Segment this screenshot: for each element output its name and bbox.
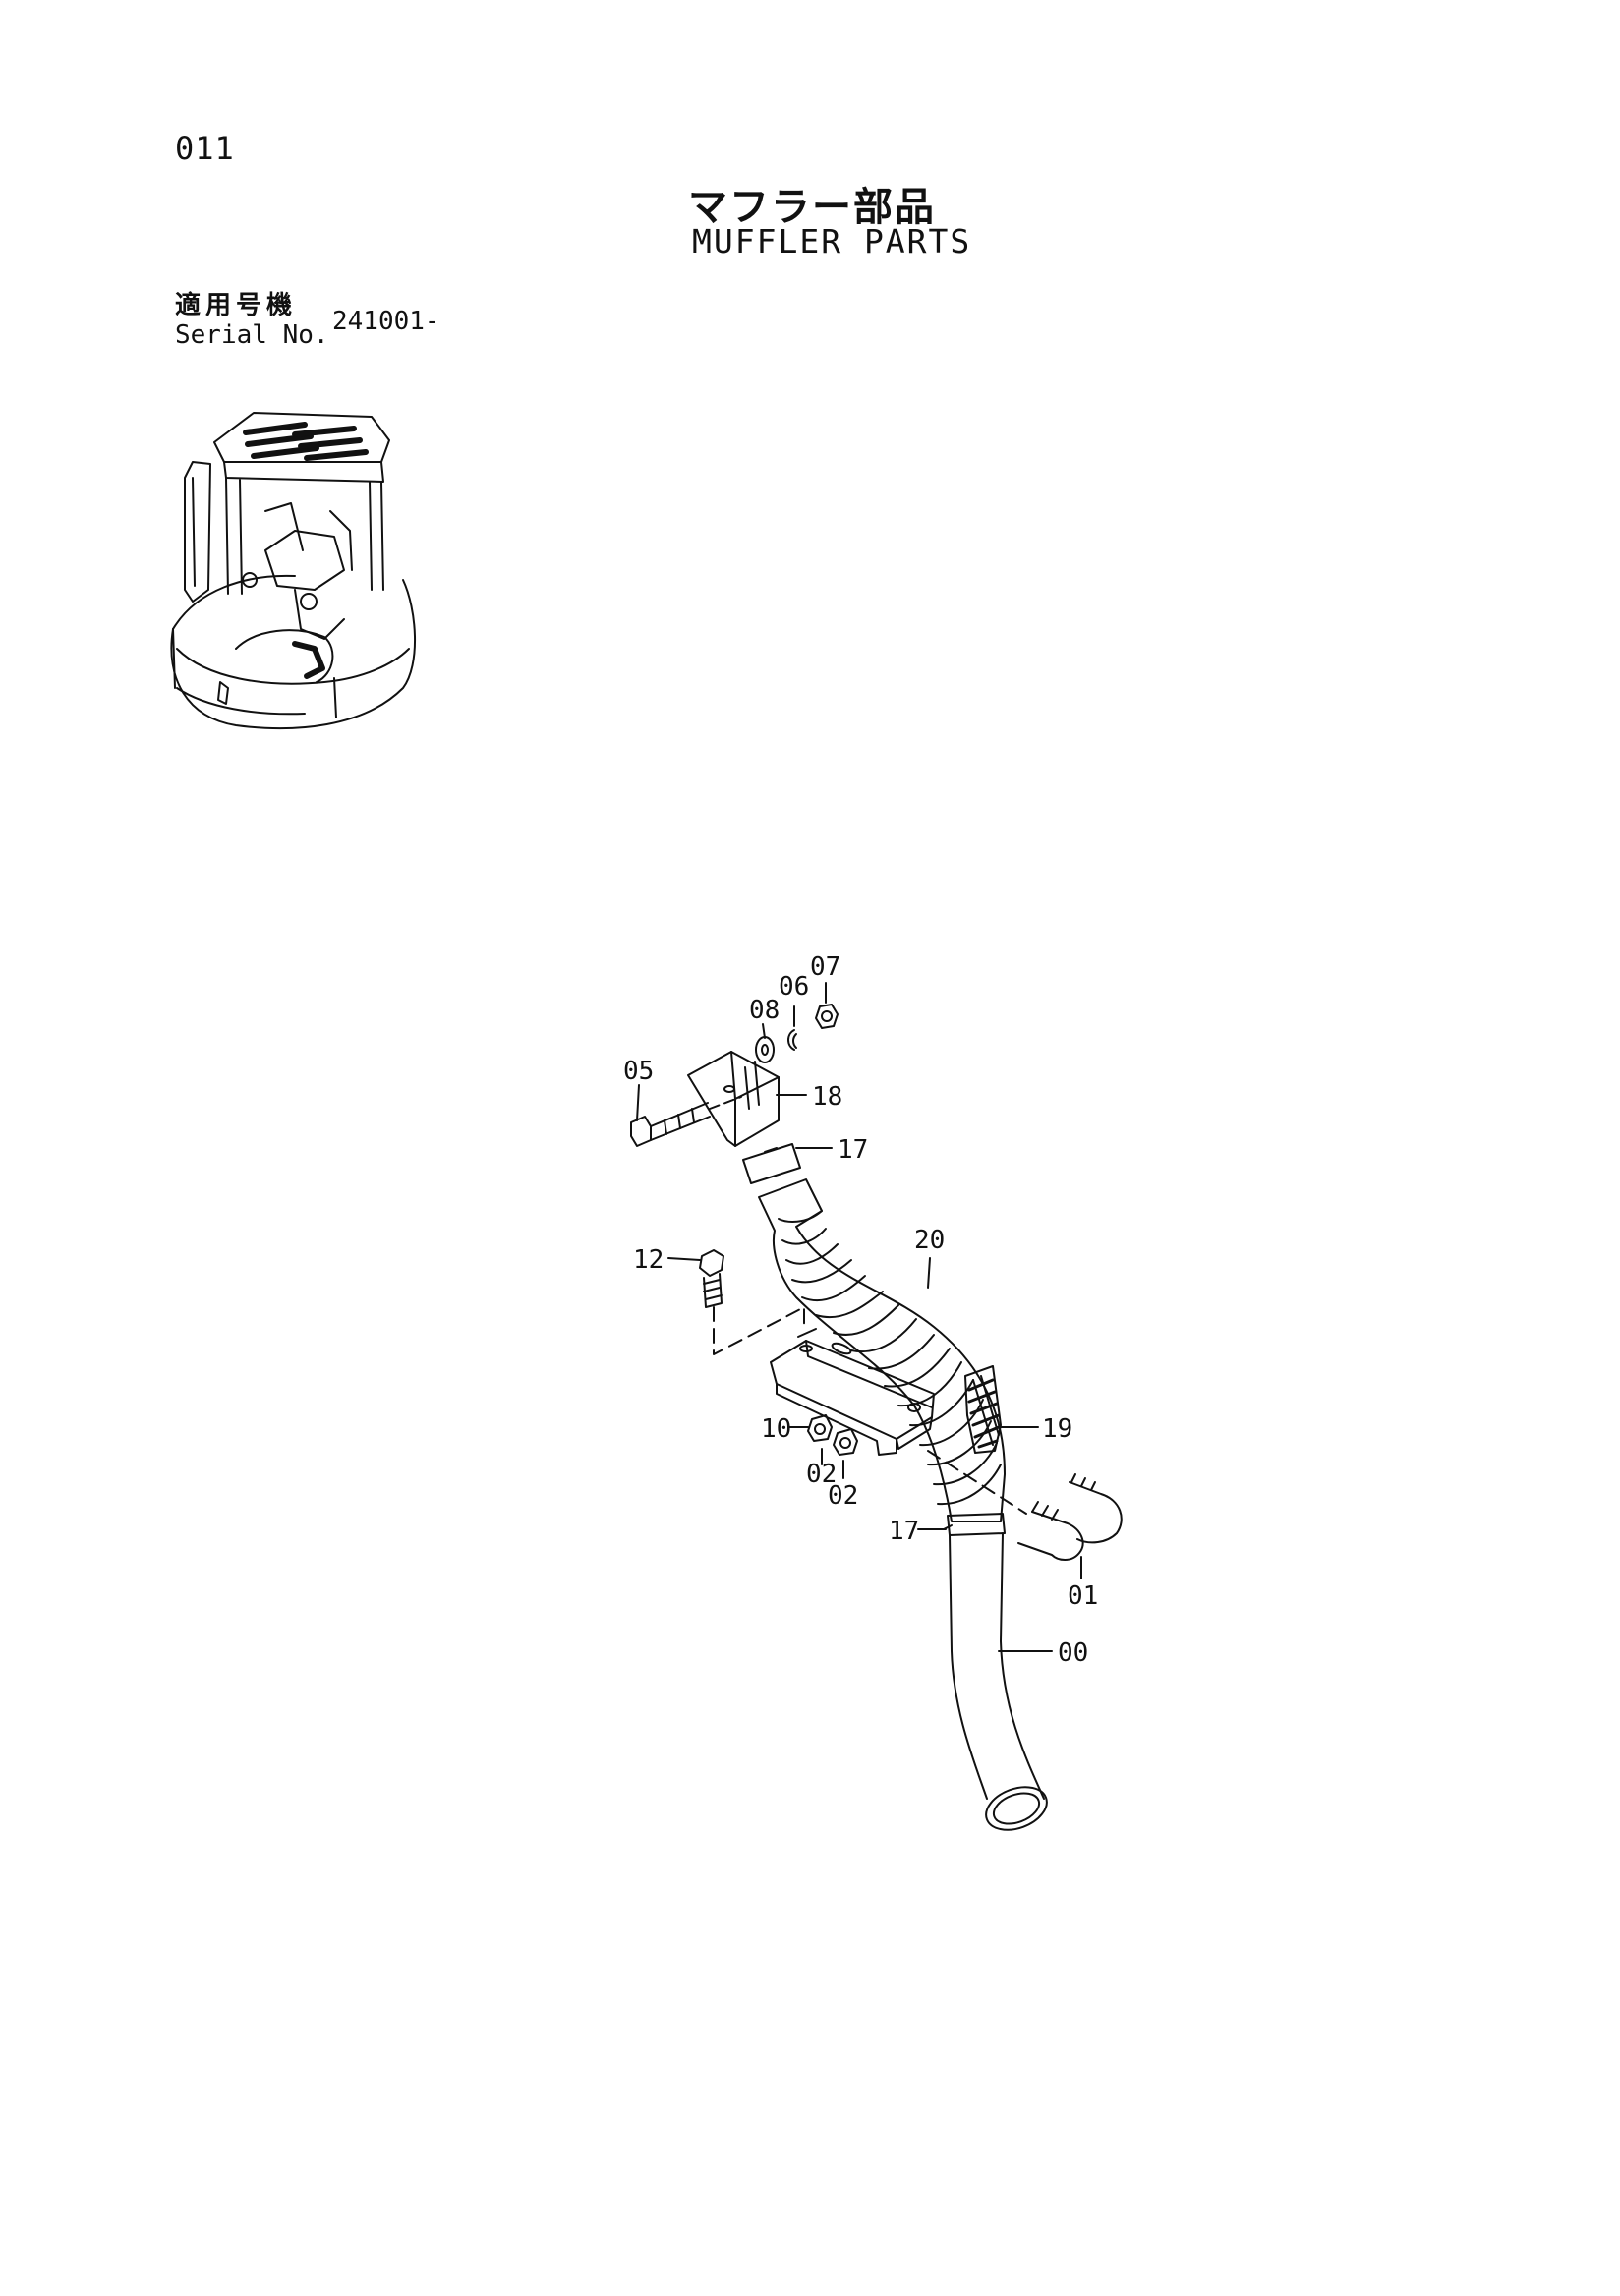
u-bolt-01-part (1017, 1473, 1123, 1561)
bolt-12-part (699, 1249, 724, 1308)
nut-07-part (815, 1004, 839, 1029)
washer-08-part (755, 1036, 775, 1063)
callout-07: 07 (810, 952, 840, 982)
nut-02-first-part (807, 1414, 833, 1442)
callout-17-bottom: 17 (889, 1517, 919, 1546)
callout-18: 18 (812, 1082, 842, 1112)
page-title-japanese: マフラー部品 (688, 185, 936, 230)
serial-number-range: 241001- (332, 307, 440, 336)
clamp-18-part (687, 1051, 780, 1147)
page-title-english: MUFFLER PARTS (692, 222, 972, 260)
callout-05: 05 (623, 1057, 654, 1086)
heat-insulator-19-part (964, 1365, 1002, 1454)
callout-08: 08 (749, 996, 780, 1025)
callout-leader-lines (636, 982, 1082, 1652)
callout-17-top: 17 (838, 1135, 868, 1165)
callout-10: 10 (761, 1414, 791, 1444)
callout-20: 20 (914, 1226, 945, 1255)
serial-label-japanese: 適用号機 (175, 291, 298, 320)
callout-02-second: 02 (828, 1481, 858, 1511)
callout-06: 06 (779, 972, 809, 1002)
machine-overview-illustration (170, 412, 417, 730)
muffler-assembly-drawing (630, 1004, 1123, 1831)
bolt-05-part (630, 1102, 711, 1147)
callout-01: 01 (1068, 1581, 1098, 1611)
flexible-tube-20-part (758, 1178, 1006, 1522)
callout-02-first: 02 (806, 1460, 837, 1489)
serial-label-english: Serial No. (175, 320, 329, 350)
clamp-band-17-top-part (742, 1143, 801, 1184)
page-number: 011 (175, 130, 235, 167)
clamp-band-17-bottom-part (943, 1513, 1006, 1536)
callout-labels: 05 08 06 07 18 17 20 12 19 10 02 02 17 0… (623, 952, 1098, 1668)
callout-19: 19 (1042, 1414, 1072, 1444)
exhaust-pipe-00-part (949, 1532, 1048, 1831)
callout-00: 00 (1058, 1638, 1088, 1668)
callout-12: 12 (633, 1245, 664, 1275)
nut-02-second-part (833, 1428, 858, 1456)
spring-washer-06-part (787, 1029, 797, 1051)
bracket-10-part (770, 1328, 935, 1456)
